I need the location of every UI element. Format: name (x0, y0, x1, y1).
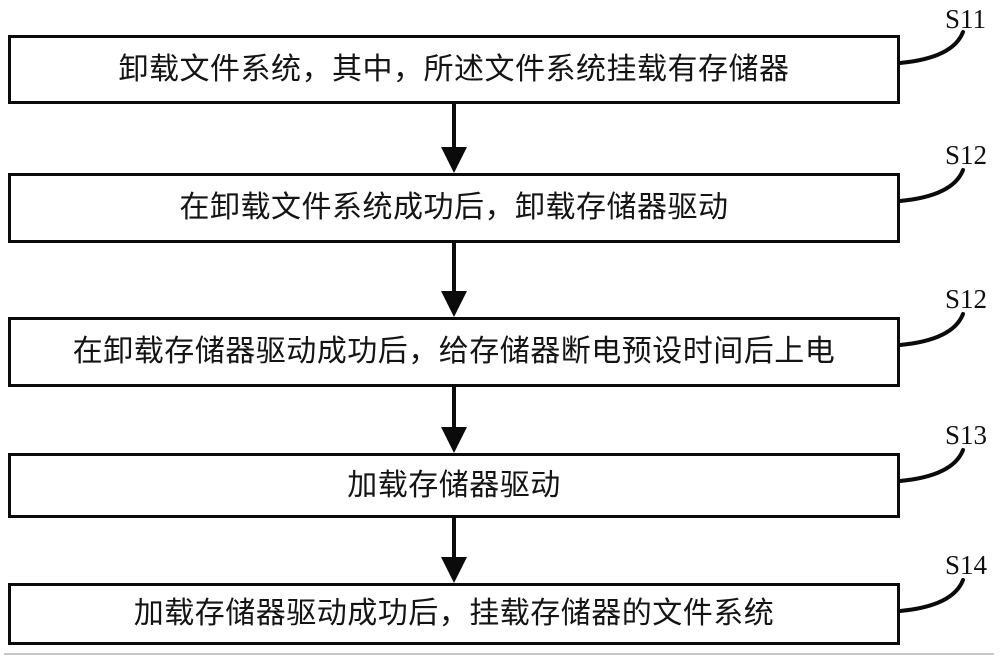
leader-curve-s11 (898, 30, 965, 65)
leader-curve-s14 (898, 578, 965, 613)
flow-step-box-3: 在卸载存储器驱动成功后，给存储器断电预设时间后上电 (8, 317, 900, 387)
leader-curve-s13 (898, 448, 965, 483)
flow-step-text-4: 加载存储器驱动 (347, 468, 561, 502)
leader-curve-s12b (898, 312, 965, 347)
flow-step-text-5: 加载存储器驱动成功后，挂载存储器的文件系统 (133, 597, 775, 630)
flow-step-box-1: 卸载文件系统，其中，所述文件系统挂载有存储器 (8, 35, 900, 104)
scan-artifact-line (4, 653, 994, 655)
step-label-s12a: S12 (945, 140, 988, 170)
down-arrow-2 (441, 243, 467, 317)
step-label-s11: S11 (945, 4, 987, 34)
flow-step-box-5: 加载存储器驱动成功后，挂载存储器的文件系统 (8, 583, 900, 645)
step-label-s14: S14 (945, 550, 988, 580)
step-label-s12b: S12 (945, 284, 988, 314)
flow-step-box-4: 加载存储器驱动 (8, 453, 900, 518)
flow-step-text-2: 在卸载文件系统成功后，卸载存储器驱动 (179, 191, 729, 224)
flow-step-box-2: 在卸载文件系统成功后，卸载存储器驱动 (8, 173, 900, 243)
down-arrow-1 (441, 104, 467, 173)
down-arrow-4 (441, 518, 467, 583)
down-arrow-3 (441, 387, 467, 453)
step-label-s13: S13 (945, 420, 988, 450)
flow-step-text-1: 卸载文件系统，其中，所述文件系统挂载有存储器 (118, 52, 790, 86)
leader-curve-s12a (898, 168, 965, 203)
flow-step-text-3: 在卸载存储器驱动成功后，给存储器断电预设时间后上电 (72, 335, 836, 368)
